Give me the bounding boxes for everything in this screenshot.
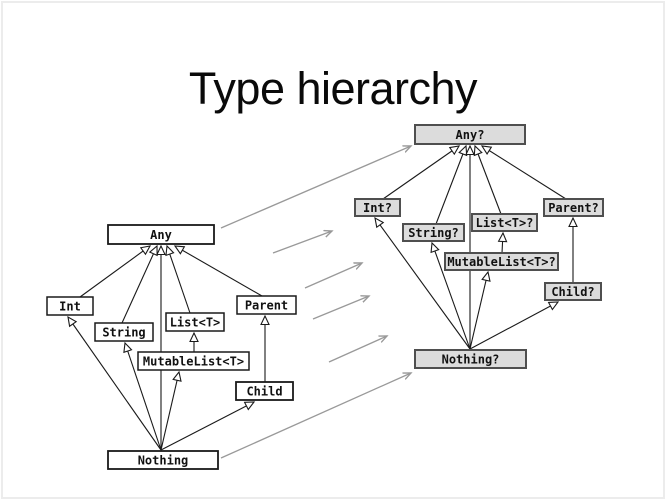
transition-arrow-short [328, 336, 387, 363]
node-child: Child [235, 381, 294, 401]
transition-arrow-short [272, 231, 332, 254]
node-box-parent_n [543, 198, 604, 217]
edge-string_n-to-any_n [435, 144, 468, 225]
node-mutablelist_n: MutableList<T>? [444, 252, 559, 271]
node-box-any [107, 224, 215, 245]
node-label-list: List<T> [170, 316, 221, 330]
node-label-string: String [102, 326, 145, 340]
inheritance-edges-layer [67, 144, 578, 451]
edge-parent_n-to-any_n [480, 145, 567, 200]
edge-int_n-to-any_n [382, 145, 461, 200]
page-title: Type hierarchy [188, 63, 478, 115]
node-box-parent [236, 295, 297, 315]
node-box-string [94, 322, 154, 342]
node-int_n: Int? [354, 198, 401, 217]
node-label-child: Child [246, 385, 282, 399]
node-box-nothing [107, 450, 219, 470]
node-nothing_n: Nothing? [414, 349, 527, 369]
edge-list_n-to-any_n [473, 144, 502, 215]
node-label-int: Int [59, 300, 81, 314]
node-label-mutablelist: MutableList<T> [143, 355, 244, 369]
edge-nothing_n-to-child_n [469, 301, 560, 350]
node-label-nothing_n: Nothing? [442, 353, 500, 367]
edge-nothing_n-to-string_n [430, 241, 471, 350]
node-box-nothing_n [414, 349, 527, 369]
node-label-child_n: Child? [551, 285, 594, 299]
transition-arrow-short [312, 296, 369, 320]
node-box-string_n [402, 223, 465, 242]
edge-nothing-to-int [67, 315, 162, 451]
transition-arrow-long [220, 373, 411, 459]
node-parent_n: Parent? [543, 198, 604, 217]
node-box-mutablelist_n [444, 252, 559, 271]
node-child_n: Child? [544, 282, 602, 301]
node-box-any_n [414, 124, 526, 145]
type-nodes-layer: AnyIntStringList<T>MutableList<T>ParentC… [46, 124, 604, 470]
edge-parent-to-any [173, 245, 263, 297]
edge-nothing_n-to-int_n [374, 216, 471, 350]
transition-arrows-layer [220, 146, 411, 459]
node-label-list_n: List<T>? [476, 216, 534, 230]
node-nothing: Nothing [107, 450, 219, 470]
node-box-child [235, 381, 294, 401]
node-label-nothing: Nothing [138, 454, 189, 468]
node-label-mutablelist_n: MutableList<T>? [447, 255, 555, 269]
node-box-list [165, 312, 225, 332]
node-box-int [46, 296, 94, 316]
node-box-list_n [471, 213, 538, 232]
node-label-parent_n: Parent? [548, 201, 599, 215]
edge-nothing-to-mutablelist [160, 370, 182, 451]
edge-nothing_n-to-mutablelist_n [469, 270, 491, 350]
edge-string-to-any [121, 244, 158, 324]
node-label-parent: Parent [245, 299, 288, 313]
node-label-string_n: String? [408, 226, 459, 240]
node-int: Int [46, 296, 94, 316]
node-any_n: Any? [414, 124, 526, 145]
node-list: List<T> [165, 312, 225, 332]
edge-list-to-any [165, 244, 191, 314]
node-label-int_n: Int? [363, 201, 392, 215]
edge-nothing-to-string [123, 341, 162, 451]
transition-arrow-long [220, 146, 411, 229]
node-label-any_n: Any? [456, 128, 485, 142]
edge-int-to-any [79, 245, 152, 298]
node-label-any: Any [150, 228, 172, 242]
node-list_n: List<T>? [471, 213, 538, 232]
node-parent: Parent [236, 295, 297, 315]
node-any: Any [107, 224, 215, 245]
transition-arrow-short [304, 263, 362, 289]
node-mutablelist: MutableList<T> [137, 351, 250, 371]
edge-nothing-to-child [160, 401, 256, 451]
node-string: String [94, 322, 154, 342]
edge-mutablelist_n-to-list_n [497, 231, 508, 254]
node-box-mutablelist [137, 351, 250, 371]
node-box-child_n [544, 282, 602, 301]
node-string_n: String? [402, 223, 465, 242]
node-box-int_n [354, 198, 401, 217]
